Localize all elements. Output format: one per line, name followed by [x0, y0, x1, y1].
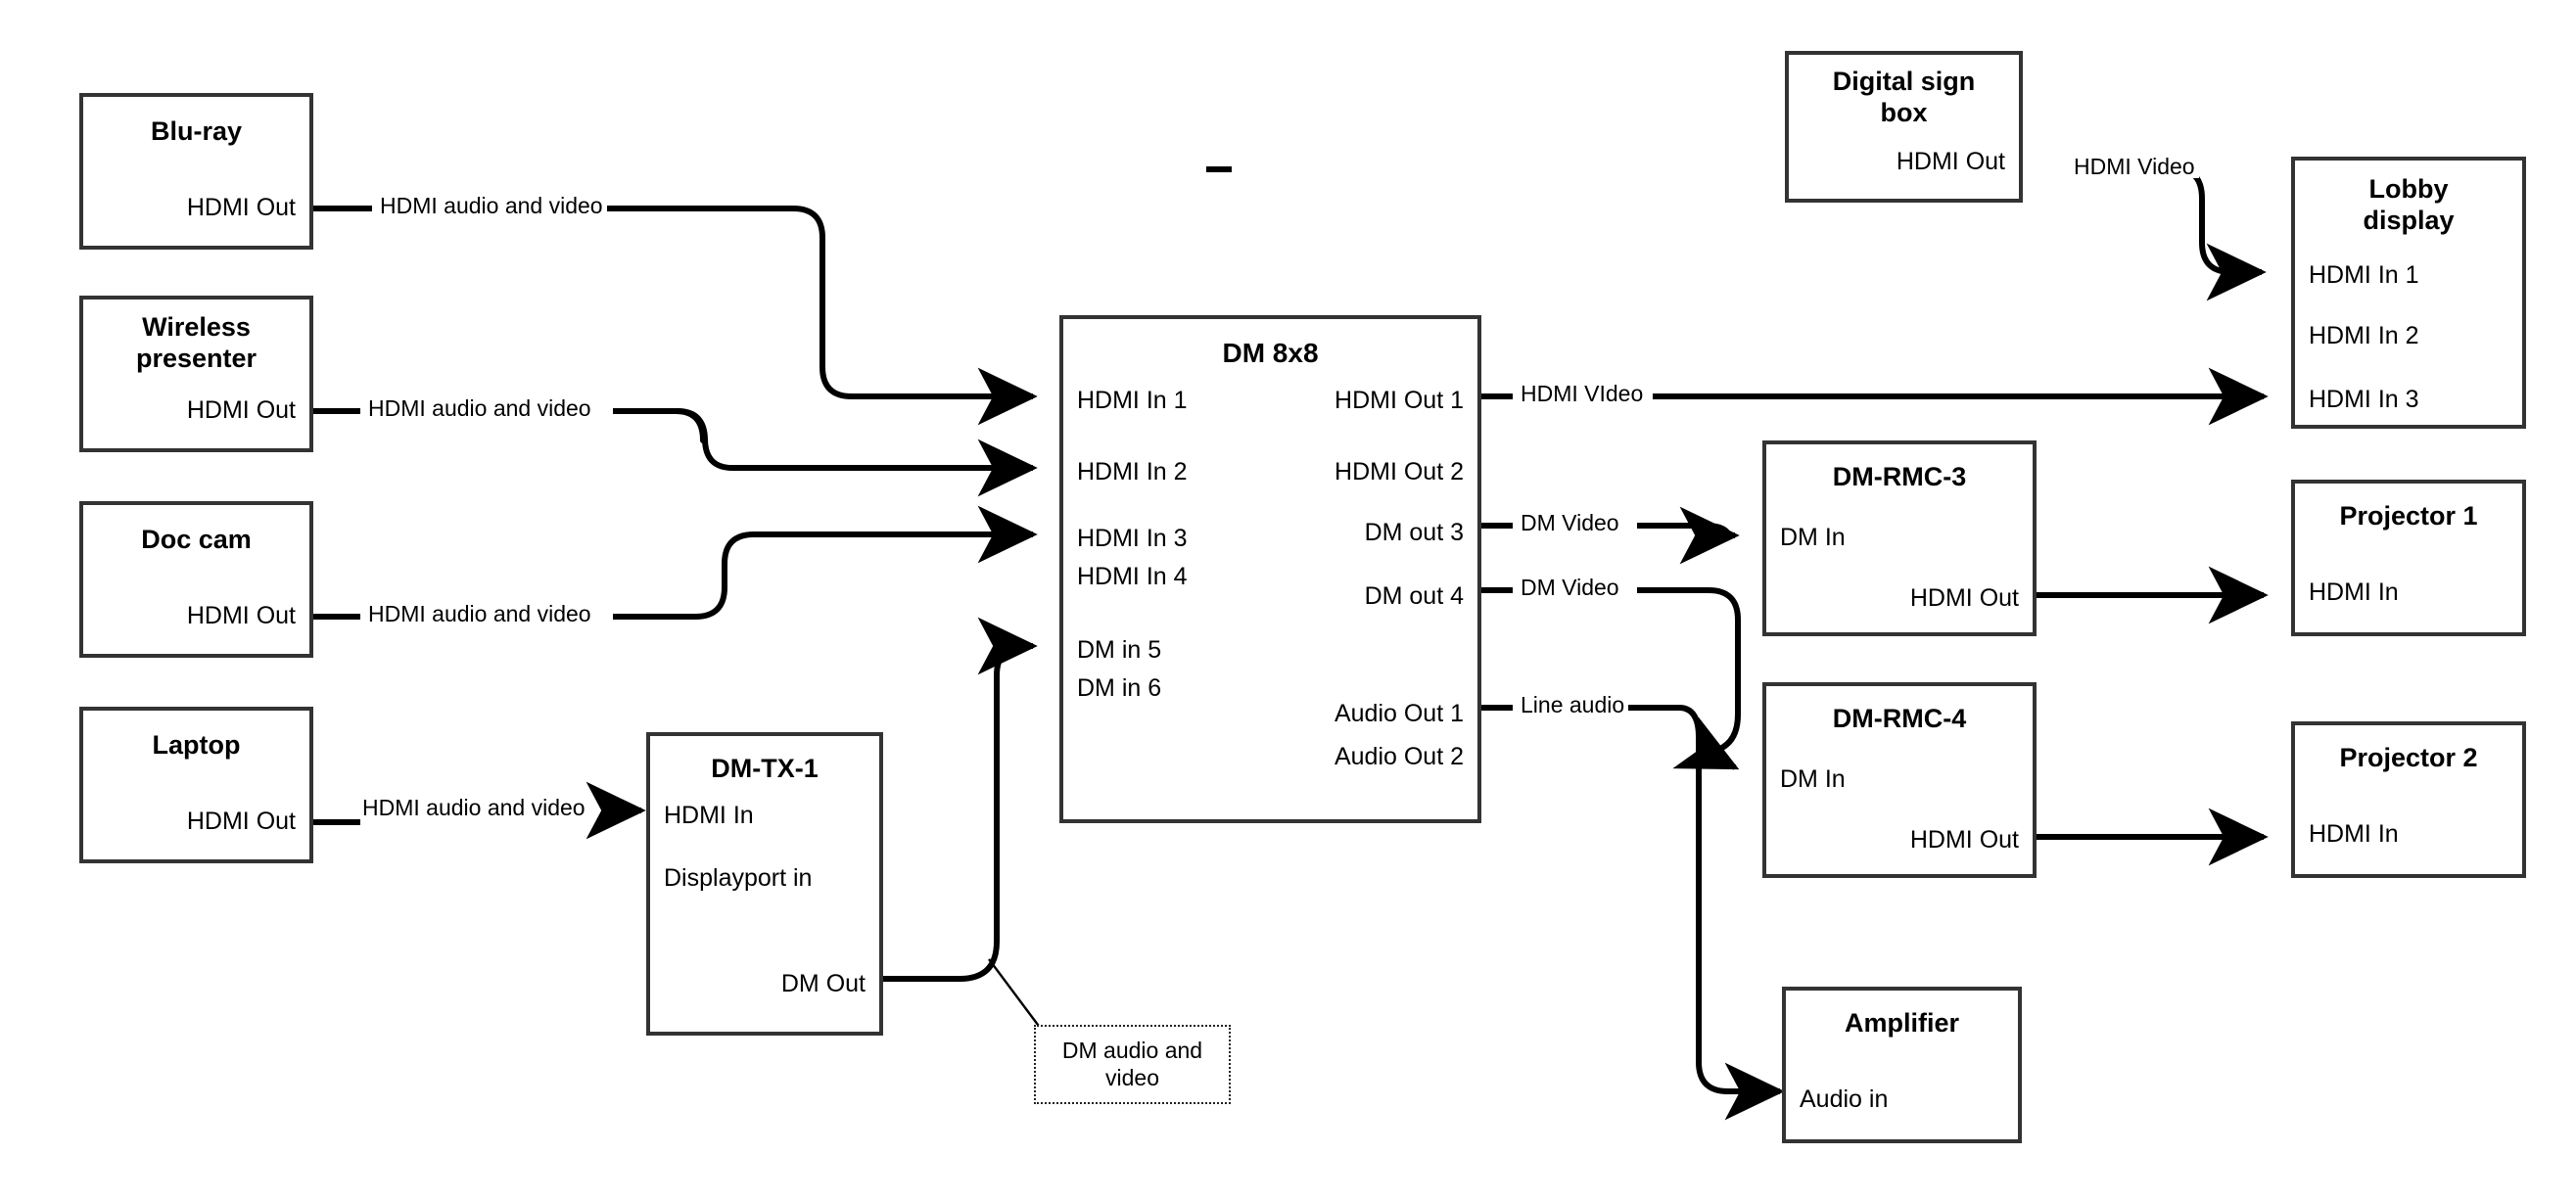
edge-label-audio-out-1: Line audio	[1517, 694, 1629, 716]
port-audio-in: Audio in	[1800, 1086, 1889, 1113]
node-title: Wireless presenter	[135, 312, 258, 373]
port-hdmi-in-2: HDMI In 2	[1077, 458, 1188, 485]
node-title: Doc cam	[141, 525, 252, 554]
node-title: Laptop	[152, 730, 241, 760]
port-hdmi-out: HDMI Out	[1896, 148, 2005, 175]
port-displayport-in: Displayport in	[664, 864, 813, 892]
node-title: Projector 2	[2339, 743, 2478, 772]
port-hdmi-in-1: HDMI In 1	[1077, 387, 1188, 414]
port-hdmi-in: HDMI In	[664, 802, 754, 829]
wire-dm-tx-1-to-dm8x8	[883, 617, 1038, 982]
port-dm-in: DM In	[1780, 765, 1846, 793]
callout-label: DM audio and video	[1061, 1038, 1203, 1090]
port-hdmi-out-1: HDMI Out 1	[1335, 387, 1464, 414]
node-wireless-presenter[interactable]: Wireless presenter HDMI Out	[79, 296, 313, 452]
port-hdmi-out-2: HDMI Out 2	[1335, 458, 1464, 485]
port-hdmi-in-3: HDMI In 3	[2309, 386, 2419, 413]
node-title: Lobby display	[2363, 174, 2455, 235]
wire-blu-ray-to-dm8x8	[313, 206, 1033, 396]
port-hdmi-out: HDMI Out	[186, 808, 296, 835]
port-dm-out: DM Out	[780, 970, 866, 997]
port-hdmi-in-1: HDMI In 1	[2309, 261, 2419, 289]
edge-label-blu-ray: HDMI audio and video	[376, 195, 607, 217]
node-blu-ray[interactable]: Blu-ray HDMI Out	[79, 93, 313, 250]
callout-leader-line	[988, 958, 1045, 1034]
node-title: Digital sign box	[1832, 67, 1976, 127]
node-amplifier[interactable]: Amplifier Audio in	[1782, 987, 2022, 1143]
node-projector-2[interactable]: Projector 2 HDMI In	[2291, 721, 2526, 878]
node-laptop[interactable]: Laptop HDMI Out	[79, 707, 313, 863]
port-dm-in-6: DM in 6	[1077, 674, 1162, 702]
edge-label-digital-sign-box: HDMI Video	[2070, 156, 2199, 178]
port-hdmi-out: HDMI Out	[186, 396, 296, 424]
node-dm-8x8[interactable]: DM 8x8 HDMI In 1 HDMI In 2 HDMI In 3 HDM…	[1059, 315, 1481, 823]
port-hdmi-out: HDMI Out	[1909, 826, 2019, 854]
edge-label-dm-out-3: DM Video	[1517, 512, 1623, 534]
port-hdmi-out: HDMI Out	[1909, 584, 2019, 612]
node-dm-tx-1[interactable]: DM-TX-1 HDMI In Displayport in DM Out	[646, 732, 883, 1036]
callout-dm-audio-and-video: DM audio and video	[1034, 1025, 1231, 1104]
node-title: Blu-ray	[150, 116, 243, 146]
edge-label-dm-out-4: DM Video	[1517, 577, 1623, 599]
node-lobby-display[interactable]: Lobby display HDMI In 1 HDMI In 2 HDMI I…	[2291, 157, 2526, 429]
node-digital-sign-box[interactable]: Digital sign box HDMI Out	[1785, 51, 2023, 203]
node-title: DM-RMC-4	[1832, 704, 1967, 733]
node-title: DM 8x8	[1222, 338, 1319, 368]
port-audio-out-2: Audio Out 2	[1334, 743, 1464, 770]
port-dm-out-3: DM out 3	[1364, 519, 1464, 546]
port-hdmi-in-2: HDMI In 2	[2309, 322, 2419, 349]
node-title: DM-RMC-3	[1832, 462, 1967, 491]
edge-label-doc-cam: HDMI audio and video	[364, 603, 595, 625]
node-projector-1[interactable]: Projector 1 HDMI In	[2291, 480, 2526, 636]
port-dm-out-4: DM out 4	[1364, 582, 1464, 610]
port-hdmi-out: HDMI Out	[186, 602, 296, 629]
node-dm-rmc-4[interactable]: DM-RMC-4 DM In HDMI Out	[1762, 682, 2037, 878]
node-doc-cam[interactable]: Doc cam HDMI Out	[79, 501, 313, 658]
port-hdmi-in: HDMI In	[2309, 578, 2399, 606]
edge-label-wireless-presenter: HDMI audio and video	[364, 397, 595, 420]
edge-label-laptop: HDMI audio and video	[358, 797, 589, 819]
port-hdmi-in: HDMI In	[2309, 820, 2399, 848]
node-dm-rmc-3[interactable]: DM-RMC-3 DM In HDMI Out	[1762, 440, 2037, 636]
port-hdmi-in-3: HDMI In 3	[1077, 525, 1188, 552]
port-hdmi-out: HDMI Out	[186, 194, 296, 221]
port-dm-in: DM In	[1780, 524, 1846, 551]
node-title: Amplifier	[1844, 1008, 1960, 1038]
node-title: DM-TX-1	[711, 754, 819, 783]
edge-label-hdmi-out-1: HDMI VIdeo	[1517, 383, 1648, 405]
port-hdmi-in-4: HDMI In 4	[1077, 563, 1188, 590]
port-audio-out-1: Audio Out 1	[1334, 700, 1464, 727]
port-dm-in-5: DM in 5	[1077, 636, 1162, 664]
node-title: Projector 1	[2339, 501, 2478, 531]
